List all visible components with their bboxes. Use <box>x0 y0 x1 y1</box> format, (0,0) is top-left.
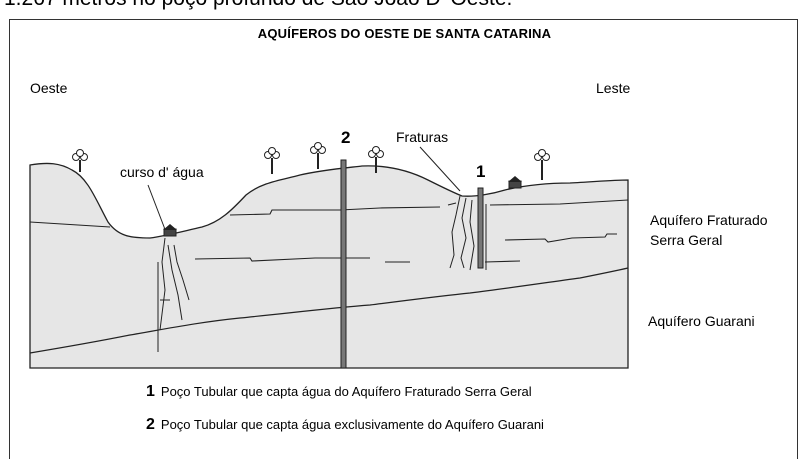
tree-icon <box>310 142 326 169</box>
well-1-number: 1 <box>476 162 486 181</box>
house-icon <box>163 224 177 237</box>
tree-icon <box>368 146 384 173</box>
label-aquifer-guarani: Aquífero Guarani <box>648 313 755 329</box>
guarani-aquifer-boundary <box>29 267 629 354</box>
fractures-stream <box>157 237 190 352</box>
label-stream: curso d' água <box>120 164 204 180</box>
tree-icon <box>264 147 280 174</box>
legend-number: 1 <box>146 383 155 400</box>
well-2-tube <box>340 159 347 369</box>
legend-text: Poço Tubular que capta água do Aquífero … <box>160 384 532 399</box>
top-caption-text: 1.267 metros no poço profundo de São Joã… <box>4 0 512 11</box>
label-aquifer-fractured-line1: Aquífero Fraturado <box>650 212 768 228</box>
tree-icon <box>72 149 88 172</box>
figure-frame <box>9 19 798 459</box>
label-west: Oeste <box>30 80 68 96</box>
label-east: Leste <box>596 80 631 96</box>
basalt-layer-lines <box>29 199 629 263</box>
diagram-title: AQUÍFEROS DO OESTE DE SANTA CATARINA <box>257 26 552 41</box>
legend-item-2: 2 Poço Tubular que capta água exclusivame… <box>146 416 544 434</box>
tree-icon <box>534 149 550 180</box>
house-icon <box>508 176 522 189</box>
label-fractures: Fraturas <box>396 129 449 145</box>
label-aquifer-fractured-line2: Serra Geral <box>650 232 723 248</box>
tree-icons <box>72 142 550 180</box>
fractures-pointer <box>419 146 461 192</box>
fractures-well1 <box>447 195 487 271</box>
well-2-number: 2 <box>341 128 351 147</box>
legend-number: 2 <box>146 416 155 433</box>
well-1-tube <box>477 187 484 269</box>
legend-item-1: 1 Poço Tubular que capta água do Aquífero… <box>146 383 532 401</box>
legend-text: Poço Tubular que capta água exclusivamen… <box>160 417 544 432</box>
stream-pointer <box>147 184 167 233</box>
